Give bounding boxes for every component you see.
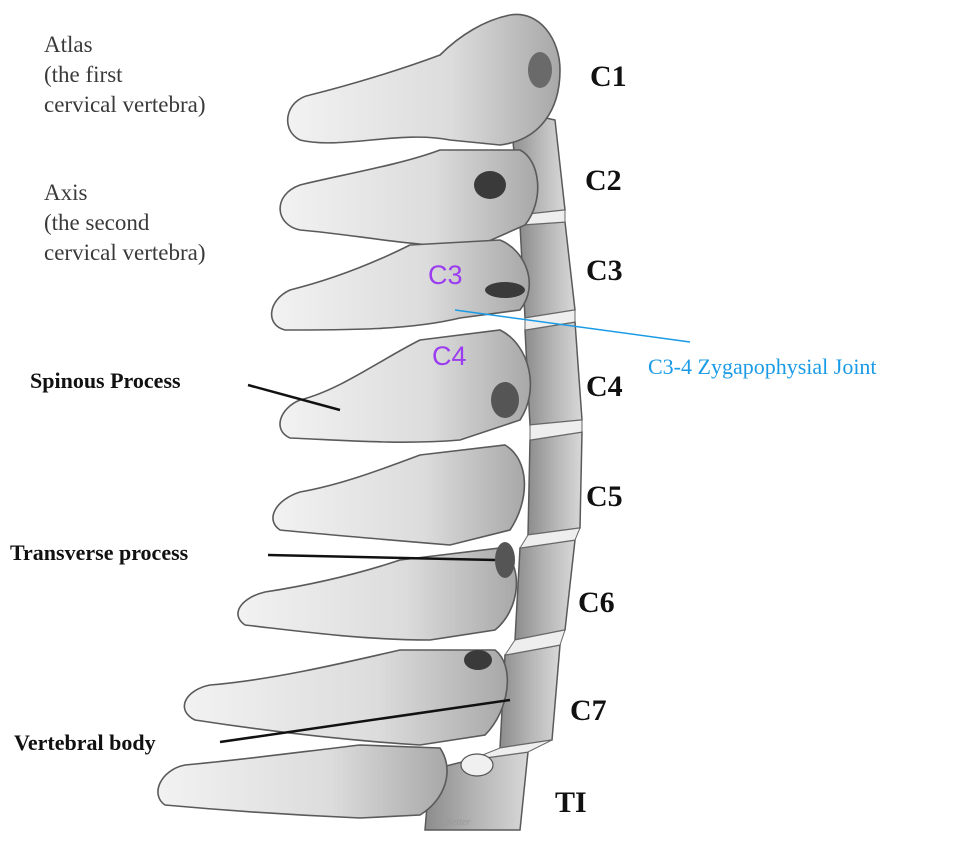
level-t1: TI bbox=[555, 788, 587, 818]
axis-label: Axis (the second cervical vertebra) bbox=[44, 178, 206, 268]
artist-signature: F.Netter bbox=[438, 818, 470, 828]
spinous-process-label: Spinous Process bbox=[30, 370, 181, 392]
level-c3: C3 bbox=[586, 256, 623, 286]
transverse-process-label: Transverse process bbox=[10, 542, 188, 564]
level-c6: C6 bbox=[578, 588, 615, 618]
level-c2: C2 bbox=[585, 166, 622, 196]
level-c5: C5 bbox=[586, 482, 623, 512]
atlas-line-2: (the first bbox=[44, 60, 206, 90]
atlas-line-3: cervical vertebra) bbox=[44, 90, 206, 120]
c3-inline-label: C3 bbox=[428, 262, 463, 289]
axis-line-1: Axis bbox=[44, 178, 206, 208]
zygapophysial-joint-label: C3-4 Zygapophysial Joint bbox=[648, 356, 877, 378]
atlas-line-1: Atlas bbox=[44, 30, 206, 60]
level-c4: C4 bbox=[586, 372, 623, 402]
c4-inline-label: C4 bbox=[432, 343, 467, 370]
atlas-label: Atlas (the first cervical vertebra) bbox=[44, 30, 206, 120]
level-c1: C1 bbox=[590, 62, 627, 92]
level-c7: C7 bbox=[570, 696, 607, 726]
vertebral-body-label: Vertebral body bbox=[14, 732, 156, 754]
axis-line-3: cervical vertebra) bbox=[44, 238, 206, 268]
axis-line-2: (the second bbox=[44, 208, 206, 238]
